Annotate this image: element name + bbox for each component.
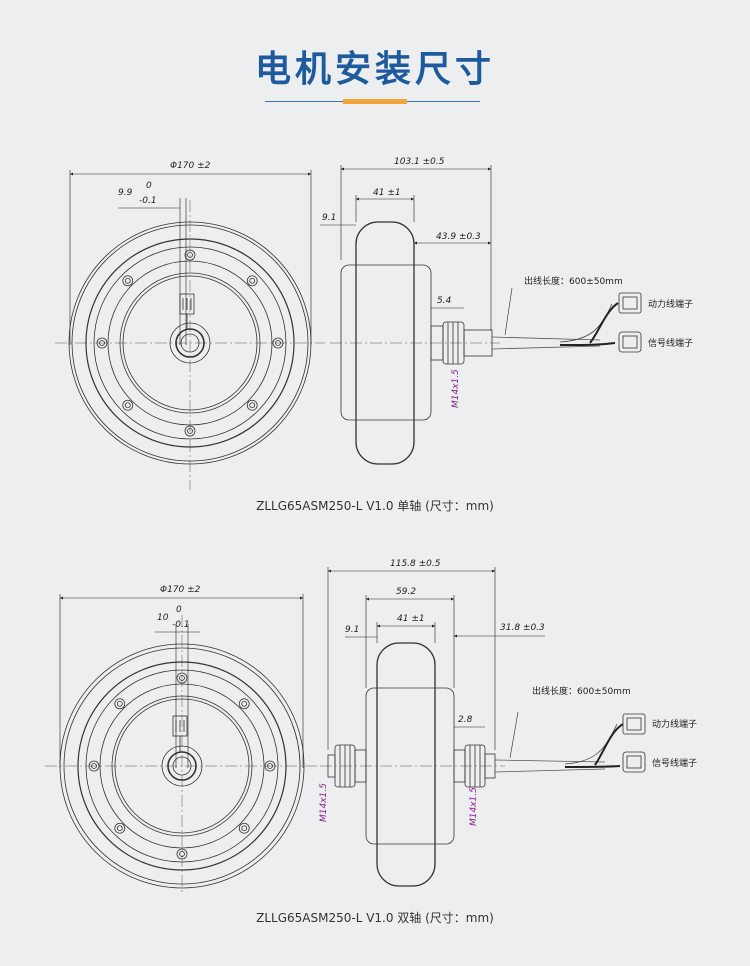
drawing2-power-connector-label: 动力线端子 — [652, 718, 697, 730]
drawing1-power-connector-label: 动力线端子 — [648, 298, 693, 310]
title-accent-bar — [343, 99, 407, 104]
drawing2-offset-label: 10 — [157, 613, 169, 623]
bolt-hole — [184, 425, 196, 437]
drawing1-offset-tol-lower: -0.1 — [139, 196, 157, 206]
drawing2-flange-label: 9.1 — [345, 625, 359, 635]
drawing2-cable-length-label: 出线长度：600±50mm — [532, 685, 631, 697]
drawing1-offset-label: 9.9 — [118, 188, 133, 198]
drawing2-inner-width-label: 59.2 — [396, 587, 416, 597]
drawing1-cable-length-label: 出线长度：600±50mm — [524, 275, 623, 287]
drawing1-tire-width-label: 41 ±1 — [373, 188, 401, 198]
bolt-hole — [275, 340, 281, 346]
bolt-hole — [267, 763, 273, 769]
bolt-hole — [184, 249, 196, 261]
bolt-hole — [187, 252, 193, 258]
bolt-hole — [122, 275, 134, 287]
bolt-hole — [96, 337, 108, 349]
drawing2-tire-width-label: 41 ±1 — [397, 614, 425, 624]
drawing1-side-view — [330, 221, 642, 465]
bolt-hole — [91, 763, 97, 769]
drawing2-shaft-step-label: 2.8 — [458, 715, 473, 725]
drawing2-side-dims — [327, 567, 545, 759]
bolt-hole — [116, 700, 123, 707]
drawing2-offset-tol-upper: 0 — [176, 605, 182, 615]
page-title: 电机安装尺寸 — [254, 49, 495, 90]
bolt-hole — [88, 760, 100, 772]
drawing1-overall-width-label: 103.1 ±0.5 — [394, 157, 445, 167]
bolt-hole — [249, 277, 256, 284]
drawing2-shaft-length-label: 31.8 ±0.3 — [500, 623, 545, 633]
bolt-hole — [114, 698, 126, 710]
bolt-hole — [246, 275, 258, 287]
bolt-hole — [249, 402, 256, 409]
bolt-hole — [264, 760, 276, 772]
drawing1-front-view — [55, 200, 325, 490]
bolt-hole — [241, 700, 248, 707]
bolt-hole — [124, 402, 131, 409]
bolt-hole — [99, 340, 105, 346]
drawing1-offset-tol-upper: 0 — [146, 181, 152, 191]
drawing1-caption: ZLLG65ASM250-L V1.0 单轴 (尺寸：mm) — [256, 499, 494, 513]
drawing2-signal-connector-label: 信号线端子 — [652, 757, 697, 769]
drawing1-signal-connector-label: 信号线端子 — [648, 337, 693, 349]
bolt-hole — [238, 822, 250, 834]
drawing2-caption: ZLLG65ASM250-L V1.0 双轴 (尺寸：mm) — [256, 911, 494, 925]
drawing2-thread-left-label: M14x1.5 — [319, 783, 329, 822]
drawing2-offset-tol-lower: -0.1 — [172, 620, 190, 630]
bolt-hole — [187, 428, 193, 434]
bolt-hole — [246, 399, 258, 411]
bolt-hole — [116, 825, 123, 832]
bolt-hole — [176, 848, 188, 860]
drawing2-diameter-label: Φ170 ±2 — [160, 585, 201, 595]
drawing1-flange-label: 9.1 — [322, 213, 336, 223]
bolt-hole — [124, 277, 131, 284]
drawing1-diameter-label: Φ170 ±2 — [170, 161, 211, 171]
bolt-hole — [272, 337, 284, 349]
drawing2-side-view — [320, 642, 646, 887]
drawing2-front-dims — [59, 594, 304, 768]
bolt-hole — [238, 698, 250, 710]
bolt-hole — [241, 825, 248, 832]
drawing2-front-view — [45, 615, 320, 895]
drawing1-side-dims — [320, 165, 513, 336]
bolt-hole — [176, 672, 188, 684]
drawing1-shaft-length-label: 43.9 ±0.3 — [436, 232, 481, 242]
bolt-hole — [122, 399, 134, 411]
bolt-hole — [179, 851, 185, 857]
drawing1-thread-label: M14x1.5 — [451, 369, 461, 408]
bolt-hole — [179, 675, 185, 681]
drawing1-shaft-step-label: 5.4 — [437, 296, 452, 306]
bolt-hole — [114, 822, 126, 834]
drawing1-front-dims — [69, 170, 312, 345]
drawing2-overall-width-label: 115.8 ±0.5 — [390, 559, 441, 569]
drawing2-thread-right-label: M14x1.5 — [469, 787, 479, 826]
